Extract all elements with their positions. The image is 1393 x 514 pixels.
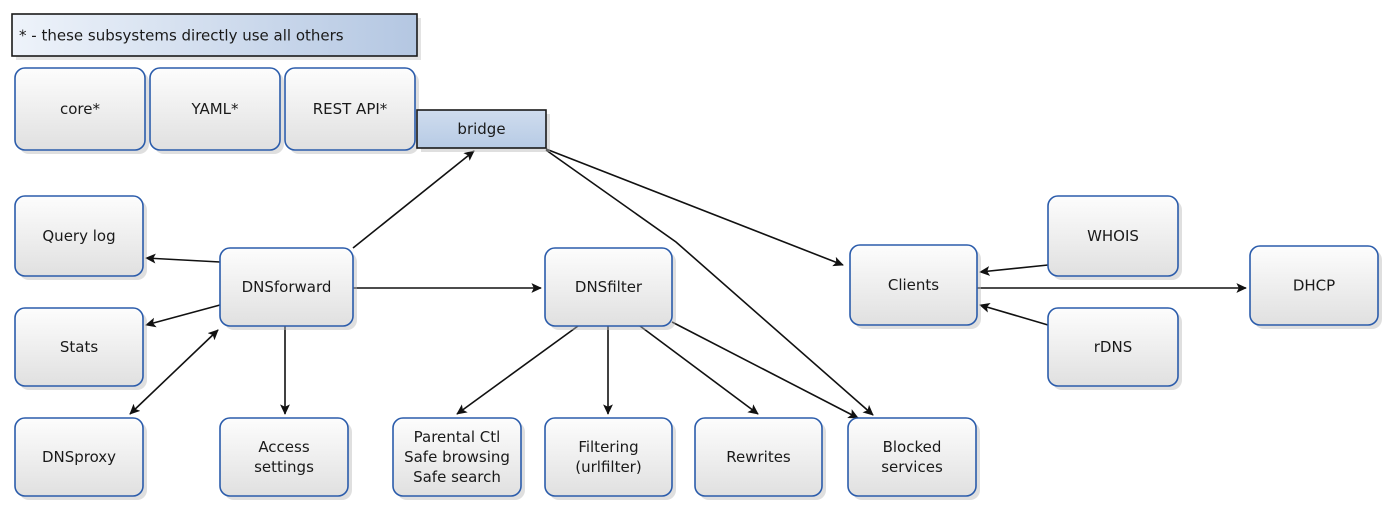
node-label-querylog: Query log bbox=[42, 227, 115, 245]
edge-whois-to-clients bbox=[979, 264, 1049, 276]
edge-dnsfilter-to-rewrites bbox=[639, 325, 759, 415]
node-core[interactable]: core* bbox=[14, 67, 149, 154]
node-dnsproxy[interactable]: DNSproxy bbox=[14, 417, 147, 500]
node-dnsfilter[interactable]: DNSfilter bbox=[544, 247, 676, 330]
edge-bridge-to-blocked bbox=[545, 149, 874, 416]
node-label-dnsproxy: DNSproxy bbox=[42, 448, 116, 466]
node-label-yaml: YAML* bbox=[190, 100, 239, 118]
node-box[interactable] bbox=[149, 67, 281, 151]
node-box[interactable] bbox=[849, 244, 978, 326]
node-label-clients: Clients bbox=[888, 276, 939, 294]
node-clients[interactable]: Clients bbox=[849, 244, 981, 329]
node-box[interactable] bbox=[1047, 307, 1179, 387]
node-stats[interactable]: Stats bbox=[14, 307, 147, 390]
node-box[interactable] bbox=[219, 247, 354, 327]
node-filtering[interactable]: Filtering(urlfilter) bbox=[544, 417, 676, 500]
node-dhcp[interactable]: DHCP bbox=[1249, 245, 1382, 329]
edge-dnsforward-to-stats bbox=[145, 304, 221, 328]
node-box[interactable] bbox=[416, 109, 547, 149]
node-querylog[interactable]: Query log bbox=[14, 195, 147, 280]
node-label-core: core* bbox=[60, 100, 100, 118]
node-dnsforward[interactable]: DNSforward bbox=[219, 247, 357, 330]
node-box[interactable] bbox=[544, 417, 673, 497]
node-label-bridge: bridge bbox=[457, 120, 505, 138]
node-box[interactable] bbox=[284, 67, 416, 151]
legend-note-text: * - these subsystems directly use all ot… bbox=[19, 27, 344, 45]
edge-bridge-to-clients bbox=[545, 148, 844, 267]
node-box[interactable] bbox=[694, 417, 823, 497]
edge-dnsforward-to-querylog bbox=[145, 253, 221, 264]
node-rewrites[interactable]: Rewrites bbox=[694, 417, 826, 500]
legend-note-layer: * - these subsystems directly use all ot… bbox=[11, 13, 421, 60]
edge-dnsfilter-to-parental bbox=[456, 325, 579, 415]
node-label-rewrites: Rewrites bbox=[726, 448, 791, 466]
edges-layer bbox=[129, 148, 1247, 419]
node-whois[interactable]: WHOIS bbox=[1047, 195, 1182, 280]
node-box[interactable] bbox=[1047, 195, 1179, 277]
node-rdns[interactable]: rDNS bbox=[1047, 307, 1182, 390]
legend-note-box bbox=[11, 13, 418, 57]
legend-note: * - these subsystems directly use all ot… bbox=[11, 13, 421, 60]
node-label-dnsfilter: DNSfilter bbox=[575, 278, 643, 296]
node-label-stats: Stats bbox=[60, 338, 98, 356]
node-bridge[interactable]: bridge bbox=[416, 109, 550, 152]
node-yaml[interactable]: YAML* bbox=[149, 67, 284, 154]
node-box[interactable] bbox=[14, 67, 146, 151]
node-box[interactable] bbox=[544, 247, 673, 327]
node-label-filtering: Filtering(urlfilter) bbox=[575, 438, 641, 476]
node-box[interactable] bbox=[392, 417, 522, 497]
node-restapi[interactable]: REST API* bbox=[284, 67, 419, 154]
node-label-rdns: rDNS bbox=[1094, 338, 1132, 356]
node-box[interactable] bbox=[14, 307, 144, 387]
node-label-dnsforward: DNSforward bbox=[242, 278, 332, 296]
node-label-dhcp: DHCP bbox=[1293, 276, 1335, 294]
node-box[interactable] bbox=[14, 417, 144, 497]
edge-dnsfilter-to-blocked bbox=[671, 321, 859, 419]
node-label-whois: WHOIS bbox=[1087, 227, 1139, 245]
node-box[interactable] bbox=[14, 195, 144, 277]
edge-dnsforward-dnsproxy bbox=[129, 329, 219, 415]
node-label-restapi: REST API* bbox=[313, 100, 388, 118]
edge-rdns-to-clients bbox=[979, 302, 1049, 326]
node-box[interactable] bbox=[219, 417, 349, 497]
node-box[interactable] bbox=[1249, 245, 1379, 326]
edge-dnsforward-to-bridge bbox=[352, 150, 475, 249]
node-box[interactable] bbox=[847, 417, 977, 497]
